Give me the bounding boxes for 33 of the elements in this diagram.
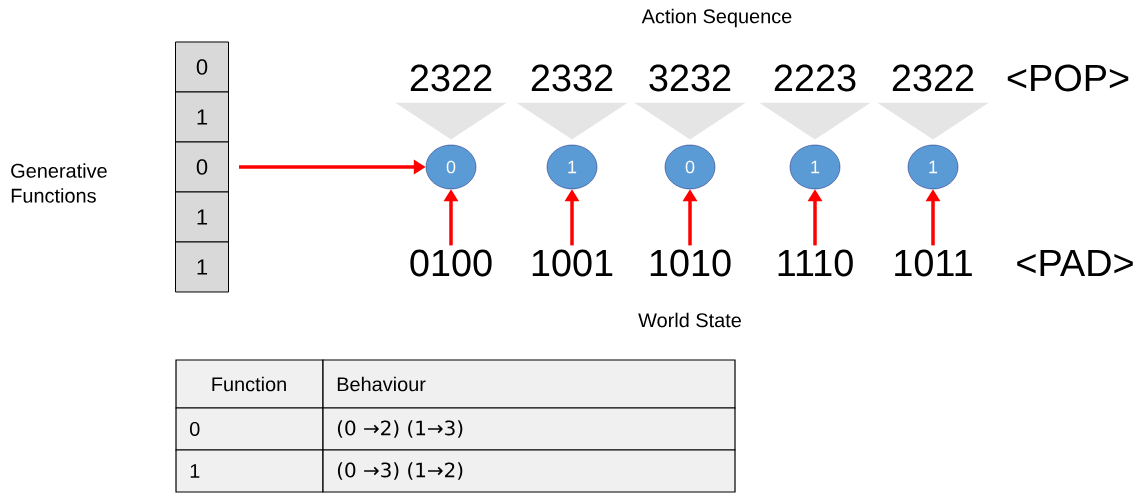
- triangle-shape: [759, 102, 871, 140]
- sequence-text: 2332: [531, 64, 613, 92]
- sequence-text: 2322: [892, 64, 974, 92]
- triangle-shape: [634, 102, 746, 140]
- triangle-shape: [395, 102, 507, 140]
- circle-node: 1: [789, 144, 841, 190]
- array-cell: 1: [175, 191, 229, 243]
- array-cell: 1: [175, 241, 229, 293]
- state-text: 0100: [410, 249, 492, 277]
- circle-node: 1: [907, 144, 959, 190]
- circle-node: 0: [664, 144, 716, 190]
- state-text: 1011: [895, 249, 972, 277]
- axis-label: Generative Functions: [11, 163, 107, 203]
- table-cell: Function: [175, 359, 324, 409]
- sequence-text: 3232: [649, 64, 731, 92]
- triangle-shape: [877, 102, 989, 140]
- sequence-text: 2322: [410, 64, 492, 92]
- table-cell: 0: [175, 407, 324, 451]
- array-cell: 0: [175, 41, 229, 93]
- state-text: 1010: [650, 249, 731, 277]
- heading-text: World State: [638, 312, 741, 328]
- array-cell: 1: [175, 91, 229, 143]
- circle-node: 1: [546, 144, 598, 190]
- state-text: 1001: [532, 249, 613, 277]
- heading-text: Action Sequence: [641, 8, 792, 28]
- table-cell: 1: [175, 449, 324, 493]
- array-cell: 0: [175, 141, 229, 193]
- circle-node: 0: [425, 144, 477, 190]
- token-text: <POP>: [1007, 64, 1129, 92]
- token-text: <PAD>: [1017, 249, 1133, 276]
- sequence-text: 2223: [774, 64, 856, 92]
- state-text: 1110: [778, 249, 853, 277]
- triangle-shape: [516, 102, 628, 140]
